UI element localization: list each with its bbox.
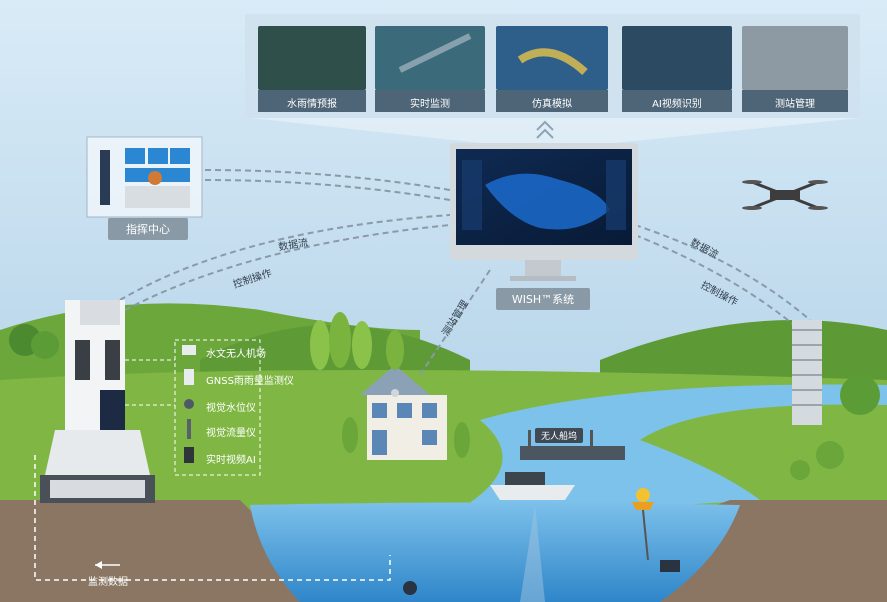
buoy <box>632 488 654 561</box>
command-center-illustration <box>100 148 190 208</box>
drone <box>742 180 828 210</box>
device-label-video-ai: 实时视频AI <box>206 455 256 466</box>
unmanned-boat <box>490 472 575 602</box>
boat-dock-label: 无人船坞 <box>535 428 584 443</box>
station-house <box>360 365 447 460</box>
water-sensor-right <box>660 560 680 572</box>
top-panel-label: 实时监测 <box>410 99 450 110</box>
hydrology-station-tower <box>40 300 155 503</box>
top-panel-label: 水雨情预报 <box>287 99 337 110</box>
top-panel-label: AI视频识别 <box>652 99 702 110</box>
wish-system-label: WISH™系统 <box>496 288 590 310</box>
trees <box>9 312 880 480</box>
wish-monitor <box>450 143 638 281</box>
water-sensor-left <box>403 581 417 595</box>
top-panel-label: 仿真模拟 <box>532 99 572 110</box>
command-center-label: 指挥中心 <box>108 218 188 240</box>
device-label-visual-level: 视觉水位仪 <box>206 403 256 414</box>
device-label-visual-flow: 视觉流量仪 <box>206 428 256 439</box>
device-label-hydro-drone-base: 水文无人机场 <box>206 349 266 360</box>
device-label-gnss: GNSS雨雨量监测仪 <box>206 376 294 387</box>
monitoring-data-label: 监测数据 <box>88 577 128 588</box>
top-panel-label: 测站管理 <box>775 99 815 110</box>
top-panel-thumbnails <box>258 26 848 112</box>
device-icons <box>182 345 196 463</box>
boat-dock <box>520 430 625 460</box>
right-station-tower <box>792 320 822 425</box>
